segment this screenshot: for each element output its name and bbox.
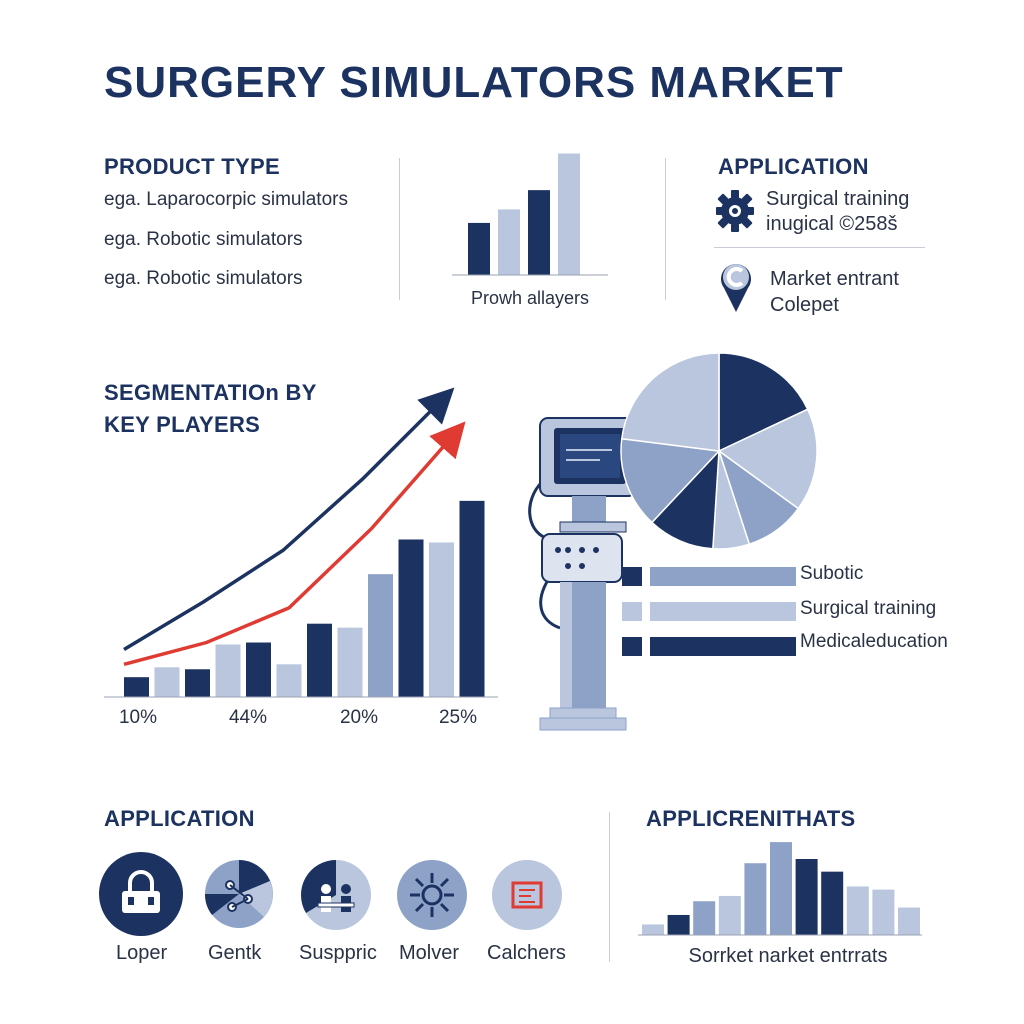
padlock-icon xyxy=(99,852,183,936)
legend-bar xyxy=(650,567,796,586)
chart-bar xyxy=(276,664,302,697)
legend-bars xyxy=(622,567,796,656)
legend-swatch xyxy=(622,602,642,621)
application-entry-line: inugical ©258š xyxy=(766,213,898,235)
pie-slice xyxy=(650,448,720,550)
divider xyxy=(399,158,400,300)
chart-bar xyxy=(642,924,664,935)
application-entry-line: Surgical training xyxy=(766,188,910,210)
legend-label: Surgical training xyxy=(800,598,937,619)
chart-bar xyxy=(898,907,920,935)
bottom-bar-chart: Sorrket narket entrrats xyxy=(638,842,922,967)
bottom-application-label: Calchers xyxy=(487,942,566,964)
x-axis-label: Prowh allayers xyxy=(471,288,589,308)
product-type-item: ega. Laparocorpic simulators xyxy=(104,189,348,210)
chart-bar xyxy=(744,863,767,935)
top-bar-chart: Prowh allayers xyxy=(452,153,608,308)
x-tick-label: 25% xyxy=(439,707,477,728)
pie-slice xyxy=(620,437,721,524)
chart-bar xyxy=(872,889,895,935)
legend-label: Subotic xyxy=(800,563,864,584)
bottom-application-label: Loper xyxy=(116,942,168,964)
chart-bar xyxy=(429,542,454,697)
chart-bar xyxy=(693,901,716,935)
chart-bar xyxy=(770,842,792,935)
chart-bar xyxy=(368,574,393,697)
chart-bar xyxy=(185,669,210,697)
product-type-heading: PRODUCT TYPE xyxy=(104,154,280,179)
legend-bar xyxy=(650,602,796,621)
location-pin-icon xyxy=(721,264,751,312)
segmentation-heading: SEGMENTATIOn BY xyxy=(104,380,317,405)
circuit-icon xyxy=(492,860,562,930)
legend-bar xyxy=(650,637,796,656)
page-title: SURGERY SIMULATORS MARKET xyxy=(104,58,844,107)
bottom-right-heading: APPLICRENITHATS xyxy=(646,806,856,831)
chart-bar xyxy=(124,677,149,697)
bottom-application-label: Molver xyxy=(399,942,460,964)
legend-swatch xyxy=(622,637,642,656)
main-bar-chart: 10% 44% 20% 25% xyxy=(104,387,498,728)
chart-bar xyxy=(718,895,741,935)
product-type-item: ega. Robotic simulators xyxy=(104,268,303,289)
gear-icon xyxy=(716,190,754,232)
chart-bar xyxy=(528,190,550,275)
chart-bar xyxy=(459,500,485,697)
chart-bar xyxy=(667,914,690,935)
chart-bar xyxy=(154,667,180,697)
application-heading: APPLICATION xyxy=(718,154,869,179)
trend-line xyxy=(123,421,466,667)
simulator-device-illustration xyxy=(528,417,637,731)
bottom-application-label: Gentk xyxy=(208,942,262,964)
trend-line xyxy=(123,387,455,651)
surgeons-icon xyxy=(301,860,371,930)
x-tick-label: 10% xyxy=(119,707,157,728)
segmentation-heading: KEY PLAYERS xyxy=(104,412,261,437)
pie-slice xyxy=(620,352,720,452)
legend-swatch xyxy=(622,567,642,586)
network-pie-icon xyxy=(204,860,273,928)
application-entry-line: Market entrant xyxy=(770,268,899,290)
x-tick-label: 44% xyxy=(229,707,267,728)
pie-slice xyxy=(718,352,809,453)
legend-label: Medicaleducation xyxy=(800,631,948,652)
bottom-application-heading: APPLICATION xyxy=(104,806,255,831)
divider xyxy=(609,812,610,962)
chart-bar xyxy=(498,209,520,275)
chart-bar xyxy=(337,627,363,697)
x-axis-label: Sorrket narket entrrats xyxy=(689,945,888,967)
chart-bar xyxy=(215,644,241,697)
application-entry-line: Colepet xyxy=(770,294,839,316)
pie-chart xyxy=(620,352,818,550)
chart-bar xyxy=(398,539,424,697)
chart-bar xyxy=(558,153,580,275)
chart-bar xyxy=(846,886,869,935)
x-tick-label: 20% xyxy=(340,707,378,728)
pie-slice xyxy=(717,408,818,510)
bottom-application-label: Susppric xyxy=(299,942,377,964)
chart-bar xyxy=(307,623,332,697)
chart-bar xyxy=(468,222,490,275)
chart-bar xyxy=(246,642,271,697)
divider xyxy=(714,247,925,248)
product-type-item: ega. Robotic simulators xyxy=(104,229,303,250)
chart-bar xyxy=(795,859,818,935)
sun-virus-icon xyxy=(397,860,467,930)
divider xyxy=(665,158,666,300)
chart-bar xyxy=(821,871,844,935)
